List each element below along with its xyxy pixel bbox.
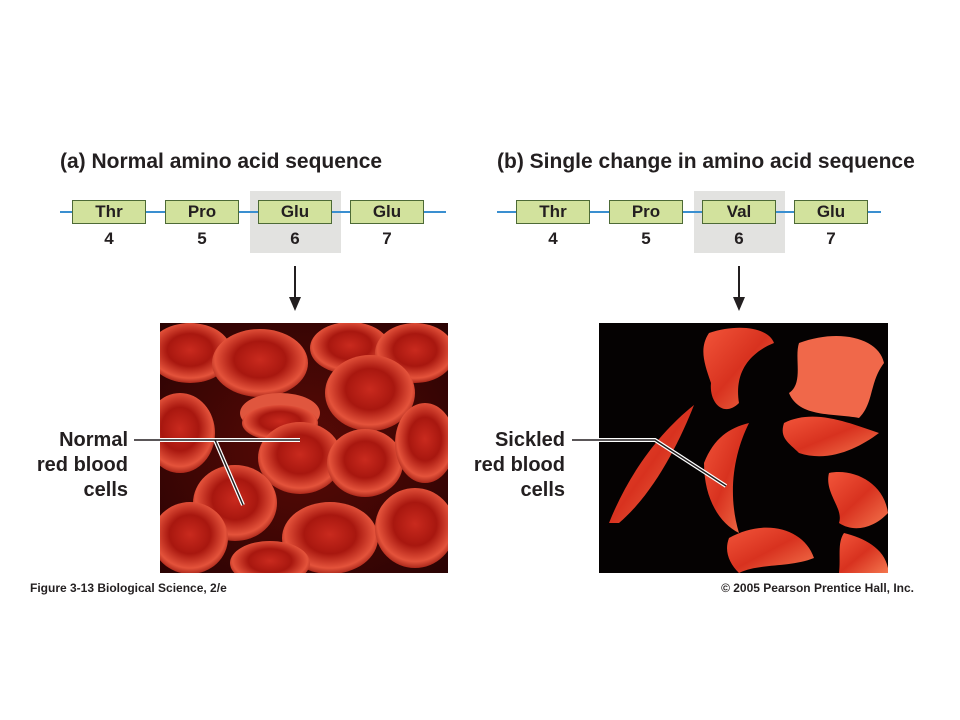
panel-a-title: (a) Normal amino acid sequence bbox=[60, 150, 382, 174]
panel-a-residue-1: Thr bbox=[72, 200, 146, 224]
panel-b-residue-number-3: 6 bbox=[734, 229, 744, 248]
panel-a-arrow-shaft bbox=[294, 266, 296, 298]
panel-b-residue-4: Glu bbox=[794, 200, 868, 224]
normal-cells-label: Normal red blood cells bbox=[36, 429, 128, 501]
panel-b-residue-3: Val bbox=[702, 200, 776, 224]
copyright-notice: © 2005 Pearson Prentice Hall, Inc. bbox=[721, 581, 914, 595]
panel-a-residue-number-4: 7 bbox=[382, 229, 392, 248]
figure-caption: Figure 3-13 Biological Science, 2/e bbox=[30, 581, 227, 595]
panel-a-residue-number-3: 6 bbox=[290, 229, 300, 248]
panel-b-residue-2: Pro bbox=[609, 200, 683, 224]
panel-a-arrow-icon bbox=[289, 297, 301, 311]
panel-b-residue-number-4: 7 bbox=[826, 229, 836, 248]
panel-a-residue-2: Pro bbox=[165, 200, 239, 224]
panel-a-letter: (a) bbox=[60, 150, 86, 173]
panel-a-chain-line bbox=[60, 211, 446, 213]
panel-a-residue-3: Glu bbox=[258, 200, 332, 224]
sickled-red-blood-cells-image bbox=[599, 323, 888, 573]
sickled-cells-label: Sickled red blood cells bbox=[473, 429, 565, 501]
panel-b-letter: (b) bbox=[497, 150, 524, 173]
panel-b-arrow-icon bbox=[733, 297, 745, 311]
panel-b-residue-number-1: 4 bbox=[548, 229, 558, 248]
panel-b-chain-line bbox=[497, 211, 881, 213]
panel-b-title-text: Single change in amino acid sequence bbox=[529, 150, 915, 173]
panel-a-title-text: Normal amino acid sequence bbox=[91, 150, 383, 173]
panel-a-residue-number-1: 4 bbox=[104, 229, 114, 248]
panel-b-arrow-shaft bbox=[738, 266, 740, 298]
panel-b-residue-1: Thr bbox=[516, 200, 590, 224]
normal-red-blood-cells-image bbox=[160, 323, 448, 573]
panel-b-residue-number-2: 5 bbox=[641, 229, 651, 248]
panel-a-residue-number-2: 5 bbox=[197, 229, 207, 248]
panel-b-title: (b) Single change in amino acid sequence bbox=[497, 150, 915, 174]
panel-a-residue-4: Glu bbox=[350, 200, 424, 224]
